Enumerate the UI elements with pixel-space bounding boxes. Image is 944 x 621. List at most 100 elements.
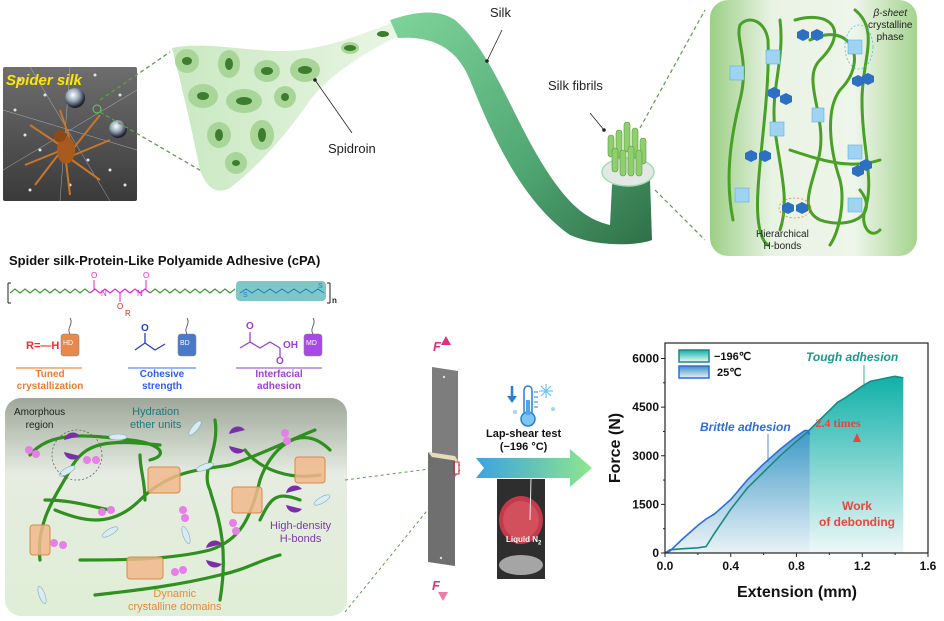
work-annotation-line2: of debonding: [819, 515, 895, 529]
brittle-adhesion-annotation: Brittle adhesion: [700, 420, 791, 434]
y-tick-label: 0: [652, 546, 659, 560]
legend-swatch-25: [678, 365, 710, 379]
y-tick-label: 3000: [632, 449, 659, 463]
tough-adhesion-annotation: Tough adhesion: [806, 350, 898, 364]
thermometer-snowflake-icon: [507, 384, 555, 427]
legend-swatch-minus196: [678, 349, 710, 363]
y-tick-label: 1500: [632, 497, 659, 511]
lap-shear-line2: (−196 °C): [499, 441, 548, 453]
hydration-label: Hydration ether units: [130, 406, 181, 432]
atom-o-1: O: [91, 271, 98, 280]
force-label-top: F: [433, 339, 441, 354]
work-annotation-line1: Work: [842, 499, 872, 513]
cpa-title: Spider silk-Protein-Like Polyamide Adhes…: [9, 253, 321, 268]
silk-fibrils-label: Silk fibrils: [548, 78, 603, 93]
caption-tuned-crystallization: Tuned crystallization: [14, 369, 86, 393]
atom-s-2: S: [318, 283, 323, 290]
caption-md-line2: adhesion: [257, 381, 301, 392]
force-label-bottom: F: [432, 578, 440, 593]
x-tick-label: 0.8: [788, 559, 805, 573]
line-series-1: [664, 429, 811, 554]
atom-o-2: O: [143, 271, 150, 280]
caption-md-line1: Interfacial: [255, 369, 303, 380]
bd-block-label: BD: [180, 340, 190, 347]
lap-shear-line1: Lap-shear test: [486, 428, 562, 440]
beta-sheet-line2: crystalline: [868, 20, 913, 31]
md-block-label: MD: [306, 340, 317, 347]
x-tick-label: 1.6: [920, 559, 937, 573]
hd-block-label: HD: [63, 340, 74, 347]
caption-cohesive-strength: Cohesive strength: [126, 369, 198, 393]
silk-fibrils: [607, 121, 647, 177]
md-oh: OH: [283, 340, 298, 351]
atom-n-2: N: [137, 289, 143, 298]
x-tick-label: 1.2: [854, 559, 871, 573]
repeat-n: n: [332, 296, 337, 305]
hydration-line1: Hydration: [132, 406, 180, 418]
high-density-hbonds-label: High-density H-bonds: [270, 520, 331, 546]
y-axis-title: Force (N): [607, 413, 624, 483]
liquid-n2-label: Liquid N2: [506, 535, 541, 547]
liquid-n2-sub: 2: [538, 540, 542, 547]
md-acid-o: O: [276, 356, 284, 367]
dynamic-line2: crystalline domains: [128, 601, 222, 613]
force-arrow-up: [441, 336, 451, 366]
hdensity-line2: H-bonds: [279, 533, 322, 545]
purple-hbond-units: [64, 426, 302, 568]
legend-label-25: 25℃: [717, 367, 742, 379]
y-tick-label: 4500: [632, 400, 659, 414]
caption-bd-line2: strength: [142, 381, 182, 392]
liquid-n2-text: Liquid N: [506, 535, 538, 544]
lap-shear-label: Lap-shear test (−196 °C): [486, 428, 561, 454]
x-tick-label: 0.4: [722, 559, 739, 573]
cpa-structure: [7, 280, 331, 304]
legend-label-minus196: −196℃: [714, 351, 751, 363]
dynamic-crystalline-label: Dynamic crystalline domains: [128, 588, 222, 614]
silk-label: Silk: [490, 5, 511, 20]
ratio-annotation: 2.4 times: [815, 416, 861, 430]
process-arrow: [476, 449, 592, 487]
spidroin-cells: [175, 31, 389, 174]
hdensity-line1: High-density: [270, 520, 332, 532]
atom-n-1: N: [101, 289, 107, 298]
amorphous-line1: Amorphous: [14, 407, 66, 418]
bd-ketone-o: O: [141, 323, 149, 334]
hbond-pairs: [745, 29, 874, 214]
area-series-1: [665, 430, 810, 553]
beta-sheet-line1: β-sheet: [873, 8, 907, 19]
work-arrow-head: [853, 433, 861, 442]
spider-silk-photo: [2, 66, 138, 202]
caption-interfacial-adhesion: Interfacial adhesion: [238, 369, 320, 393]
hierarchical-hbonds-label: Hierarchical H-bonds: [756, 229, 809, 253]
amorphous-line2: region: [25, 420, 54, 431]
atom-o-r: O: [117, 302, 124, 311]
spider-silk-label: Spider silk: [6, 72, 82, 89]
crystalline-domains: [29, 456, 326, 580]
lap-shear-specimen: [428, 367, 460, 566]
caption-hd-line1: Tuned: [35, 369, 65, 380]
caption-hd-line2: crystallization: [16, 381, 84, 392]
force-arrow-down: [438, 572, 448, 601]
hydration-line2: ether units: [130, 419, 182, 431]
md-ketone-o: O: [246, 321, 254, 332]
beta-sheet-line3: phase: [876, 32, 904, 43]
hierarchical-line1: Hierarchical: [756, 229, 809, 240]
beta-sheet-blocks: [729, 39, 863, 213]
hierarchical-line2: H-bonds: [763, 241, 802, 252]
r-equals-h: R=—H: [26, 340, 60, 352]
x-tick-label: 0.0: [657, 559, 674, 573]
caption-bd-line1: Cohesive: [139, 369, 185, 380]
x-axis-title: Extension (mm): [737, 584, 857, 601]
spidroin-label: Spidroin: [328, 141, 376, 156]
y-tick-label: 6000: [632, 352, 659, 366]
dynamic-line1: Dynamic: [153, 588, 197, 600]
line-series-0: [664, 375, 904, 554]
amorphous-region-label: Amorphous region: [14, 406, 65, 432]
liquid-nitrogen-photo: [497, 478, 545, 579]
silk-fiber: [390, 12, 652, 245]
atom-s-1: S: [243, 292, 248, 299]
beta-sheet-label: β-sheet crystalline phase: [868, 8, 912, 44]
atom-r: R: [125, 309, 131, 318]
